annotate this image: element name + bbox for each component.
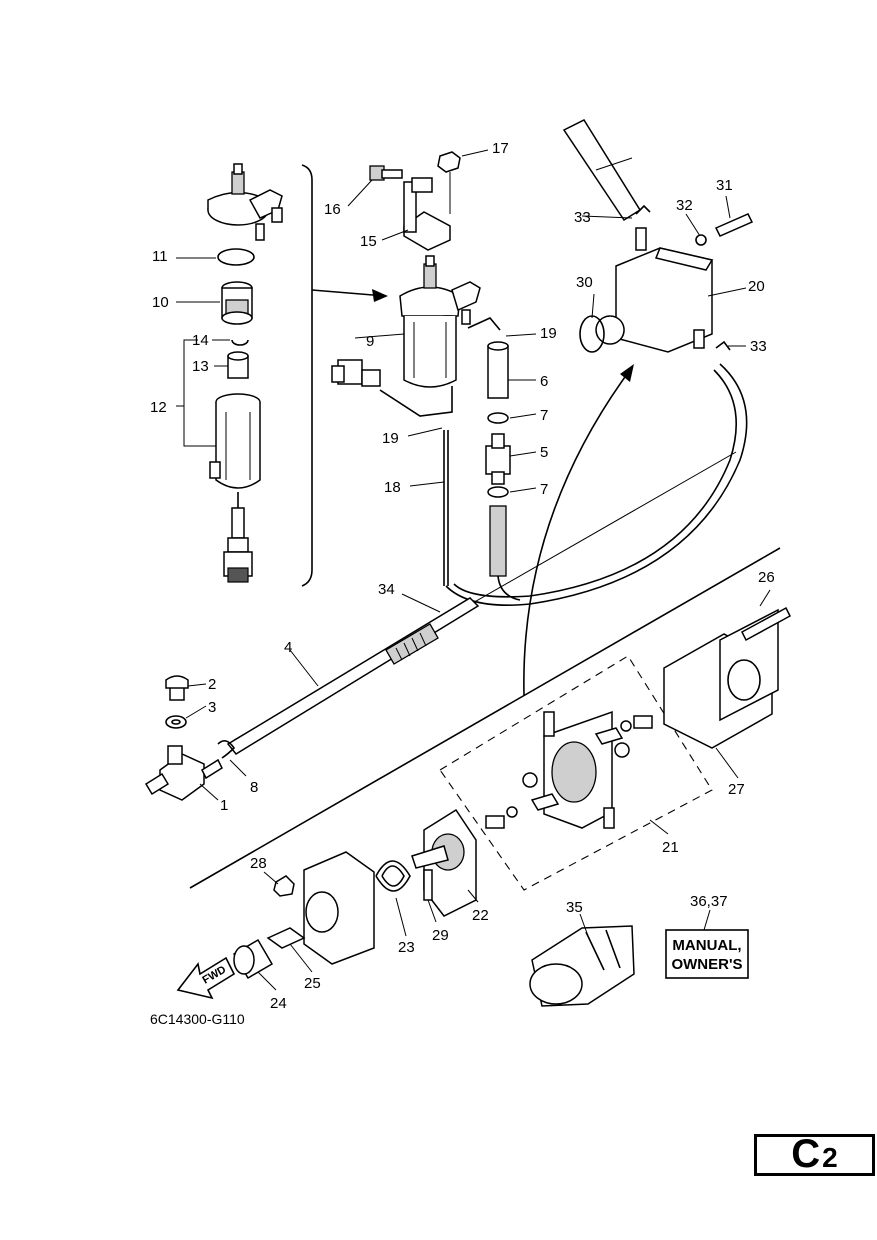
callout-25: 25 xyxy=(304,975,321,992)
callout-6: 6 xyxy=(540,373,548,390)
callout-32: 32 xyxy=(676,197,693,214)
inset-bracket xyxy=(301,164,388,587)
callout-11: 11 xyxy=(152,248,168,265)
callout-27: 27 xyxy=(728,781,745,798)
callout-10: 10 xyxy=(152,294,169,311)
callout-15: 15 xyxy=(360,233,377,250)
bracket-bolt-nut xyxy=(369,151,461,251)
callout-7b: 7 xyxy=(540,481,548,498)
callout-1: 1 xyxy=(220,797,228,814)
callout-4: 4 xyxy=(284,639,292,656)
hose-routing xyxy=(445,363,748,696)
callout-13: 13 xyxy=(192,358,209,375)
callout-7a: 7 xyxy=(540,407,548,424)
callout-labels: 1 2 3 4 5 6 7 7 8 9 10 11 12 13 14 15 16… xyxy=(150,140,775,1012)
page-letter: C xyxy=(791,1132,821,1176)
lower-pump-group xyxy=(232,606,791,980)
callout-12: 12 xyxy=(150,399,167,416)
callout-21: 21 xyxy=(662,839,679,856)
callout-3: 3 xyxy=(208,699,216,716)
manual-label-line1: MANUAL, xyxy=(672,937,741,954)
callout-16: 16 xyxy=(324,201,341,218)
fuel-pump-assembly xyxy=(562,119,754,353)
page-number: 2 xyxy=(822,1142,838,1173)
callout-17: 17 xyxy=(492,140,509,157)
hose-connector xyxy=(144,675,223,801)
primer-hose xyxy=(217,597,480,759)
callout-19a: 19 xyxy=(540,325,557,342)
callout-31: 31 xyxy=(716,177,733,194)
forward-direction-arrow: FWD xyxy=(176,956,236,1000)
callout-35: 35 xyxy=(566,899,583,916)
rubber-boot xyxy=(529,925,635,1007)
callout-36-37: 36,37 xyxy=(690,893,728,910)
callout-33a: 33 xyxy=(574,209,591,226)
callout-leaders xyxy=(176,149,771,991)
owners-manual: MANUAL, OWNER'S xyxy=(665,929,749,979)
callout-28: 28 xyxy=(250,855,267,872)
fuel-filter-assembly xyxy=(331,255,481,417)
callout-24: 24 xyxy=(270,995,287,1012)
callout-30: 30 xyxy=(576,274,593,291)
callout-20: 20 xyxy=(748,278,765,295)
callout-2: 2 xyxy=(208,676,216,693)
callout-29: 29 xyxy=(432,927,449,944)
callout-23: 23 xyxy=(398,939,415,956)
filter-assembly-exploded xyxy=(207,163,283,583)
callout-8: 8 xyxy=(250,779,258,796)
callout-18: 18 xyxy=(384,479,401,496)
callout-26: 26 xyxy=(758,569,775,586)
callout-5: 5 xyxy=(540,444,548,461)
callout-33b: 33 xyxy=(750,338,767,355)
callout-22: 22 xyxy=(472,907,489,924)
callout-9: 9 xyxy=(366,333,374,350)
hose-fittings xyxy=(443,317,511,586)
callout-14: 14 xyxy=(192,332,209,349)
manual-label-line2: OWNER'S xyxy=(671,956,742,973)
diagram-code: 6C14300-G110 xyxy=(150,1011,245,1027)
callout-19b: 19 xyxy=(382,430,399,447)
callout-34: 34 xyxy=(378,581,395,598)
